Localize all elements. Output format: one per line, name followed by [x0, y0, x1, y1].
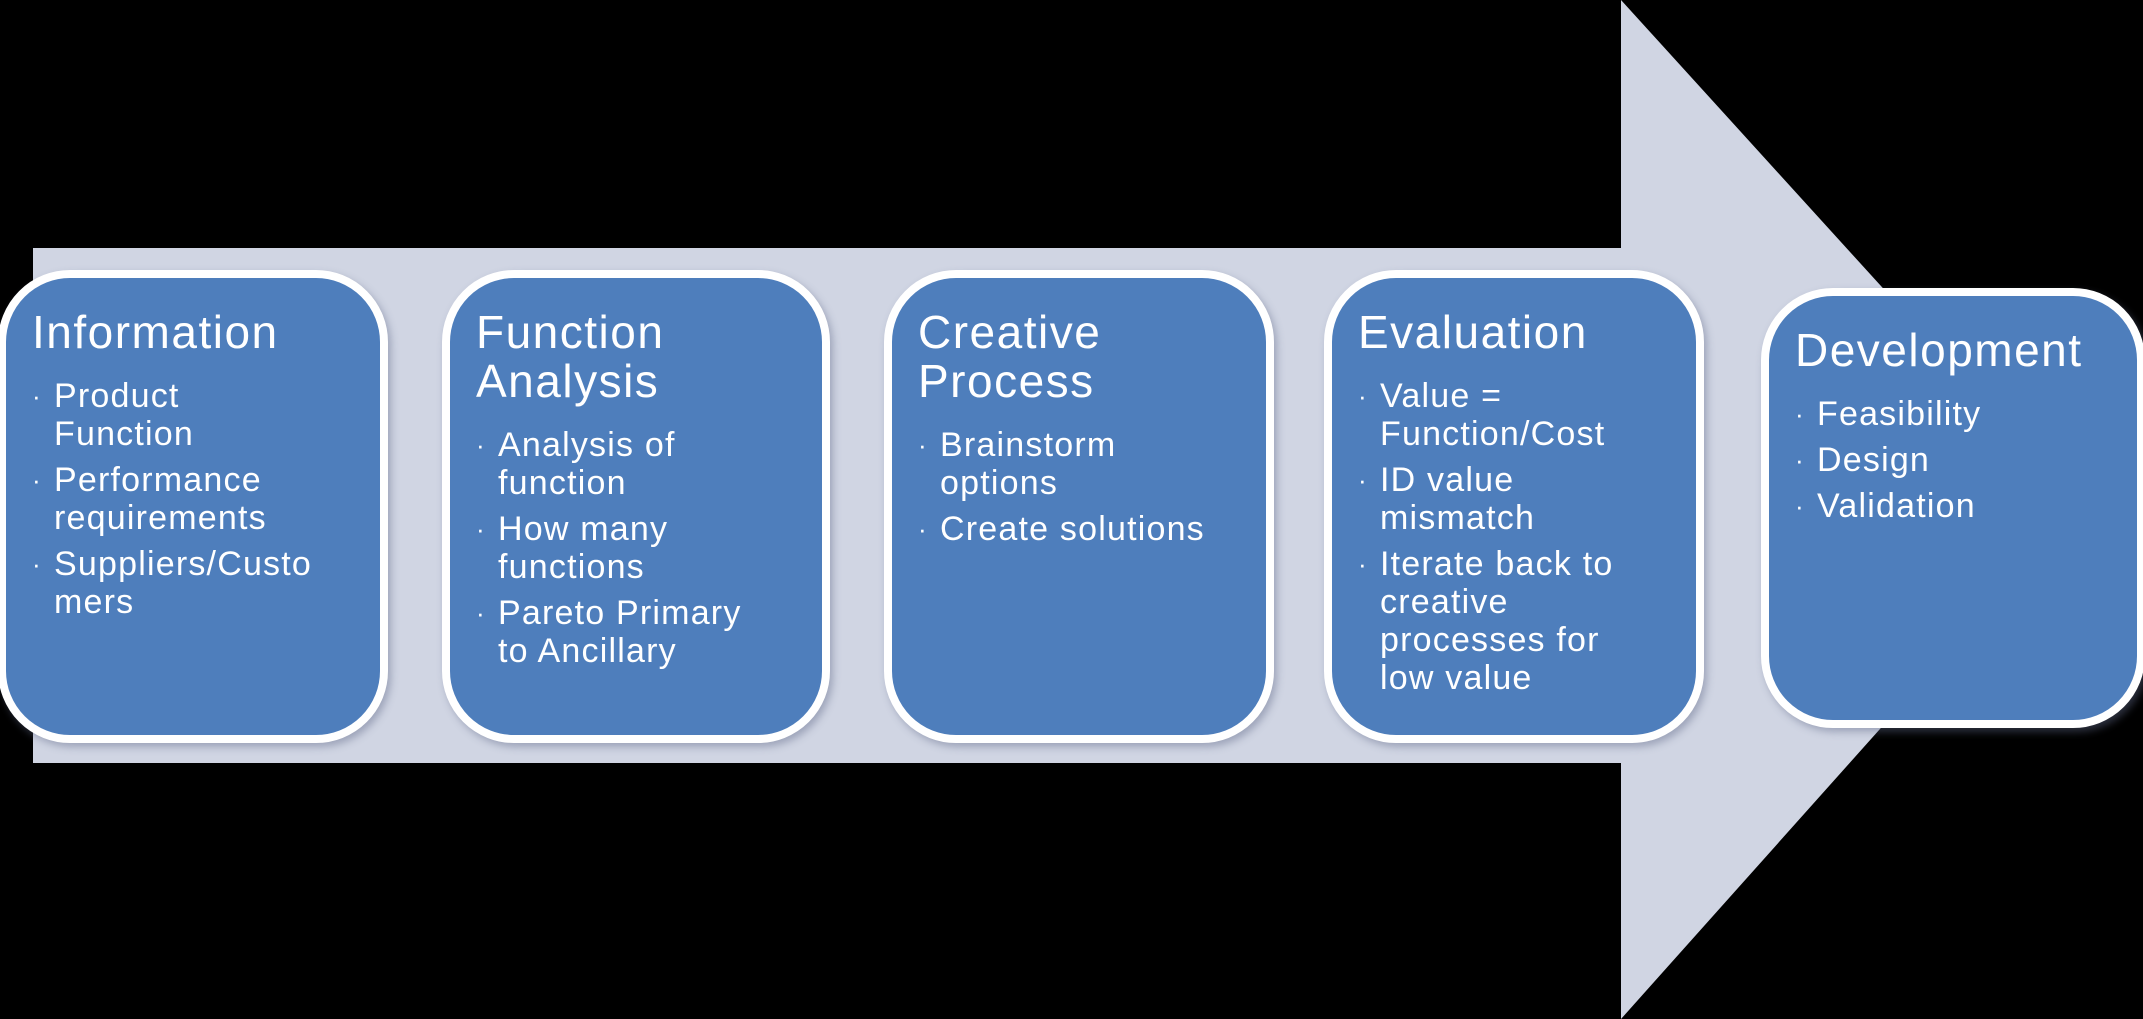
step-bullet-list: · Brainstorm options · Create solutions	[918, 426, 1252, 548]
bullet-dot-icon: ·	[918, 514, 928, 544]
bullet-dot-icon: ·	[32, 381, 42, 411]
bullet-dot-icon: ·	[476, 430, 486, 460]
bullet-dot-icon: ·	[1358, 381, 1368, 411]
bullet-dot-icon: ·	[32, 465, 42, 495]
bullet-text: How many functions	[498, 510, 669, 586]
step-bullet-list: · Feasibility · Design · Validation	[1795, 395, 2123, 525]
bullet-text: Feasibility	[1817, 395, 1982, 433]
bullet-text: Validation	[1817, 487, 1976, 525]
step-function-analysis: Function Analysis ·Analysis of function·…	[442, 270, 830, 743]
bullet-dot-icon: ·	[1358, 465, 1368, 495]
bullet-item: · Performance requirements	[32, 461, 366, 537]
bullet-item: · Analysis of function	[476, 426, 808, 502]
bullet-dot-icon: ·	[32, 549, 42, 579]
step-title: Evaluation	[1358, 306, 1588, 358]
bullet-item: · Design	[1795, 441, 2123, 479]
bullet-text: ID value mismatch	[1380, 461, 1536, 537]
bullet-item: · Brainstorm options	[918, 426, 1252, 502]
bullet-item: · How many functions	[476, 510, 808, 586]
bullet-text: Value = Function/Cost	[1380, 377, 1606, 453]
bullet-item: · ID value mismatch	[1358, 461, 1682, 537]
bullet-text: Create solutions	[940, 510, 1205, 548]
bullet-text: Product Function	[54, 377, 195, 453]
bullet-text: Brainstorm options	[940, 426, 1117, 502]
bullet-text: Analysis of function	[498, 426, 676, 502]
bullet-item: · Iterate back to creative processes for …	[1358, 545, 1682, 697]
bullet-text: Iterate back to creative processes for l…	[1380, 545, 1614, 697]
step-title: Information	[32, 306, 279, 358]
step-title: Creative Process	[918, 306, 1102, 407]
bullet-dot-icon: ·	[1795, 491, 1805, 521]
bullet-item: · Create solutions	[918, 510, 1252, 548]
bullet-text: Design	[1817, 441, 1931, 479]
bullet-item: · Feasibility	[1795, 395, 2123, 433]
step-creative-process: Creative Process · Brainstorm options · Cre…	[884, 270, 1274, 743]
bullet-dot-icon: ·	[1795, 399, 1805, 429]
step-title: Function Analysis	[476, 306, 665, 407]
step-bullet-list: · Analysis of function · How many functions…	[476, 426, 808, 670]
bullet-text: Performance requirements	[54, 461, 267, 537]
step-bullet-list: · Value = Function/Cost · ID value mismatch…	[1358, 377, 1682, 697]
bullet-dot-icon: ·	[476, 514, 486, 544]
step-bullet-list: · Product Function · Performance requiremen…	[32, 377, 366, 621]
bullet-item: · Pareto Primary to Ancillary	[476, 594, 808, 670]
step-title: Development	[1795, 324, 2083, 376]
step-information: Information · Product Function · Performanc…	[0, 270, 388, 743]
bullet-dot-icon: ·	[1358, 549, 1368, 579]
step-development: Development · Feasibility · Design · Validati…	[1761, 288, 2143, 728]
step-evaluation: Evaluation · Value = Function/Cost · ID val…	[1324, 270, 1704, 743]
bullet-item: · Value = Function/Cost	[1358, 377, 1682, 453]
bullet-item: · Suppliers/Custo mers	[32, 545, 366, 621]
bullet-dot-icon: ·	[1795, 445, 1805, 475]
bullet-dot-icon: ·	[918, 430, 928, 460]
bullet-text: Suppliers/Custo mers	[54, 545, 313, 621]
bullet-text: Pareto Primary to Ancillary	[498, 594, 742, 670]
bullet-item: · Product Function	[32, 377, 366, 453]
bullet-item: · Validation	[1795, 487, 2123, 525]
bullet-dot-icon: ·	[476, 598, 486, 628]
